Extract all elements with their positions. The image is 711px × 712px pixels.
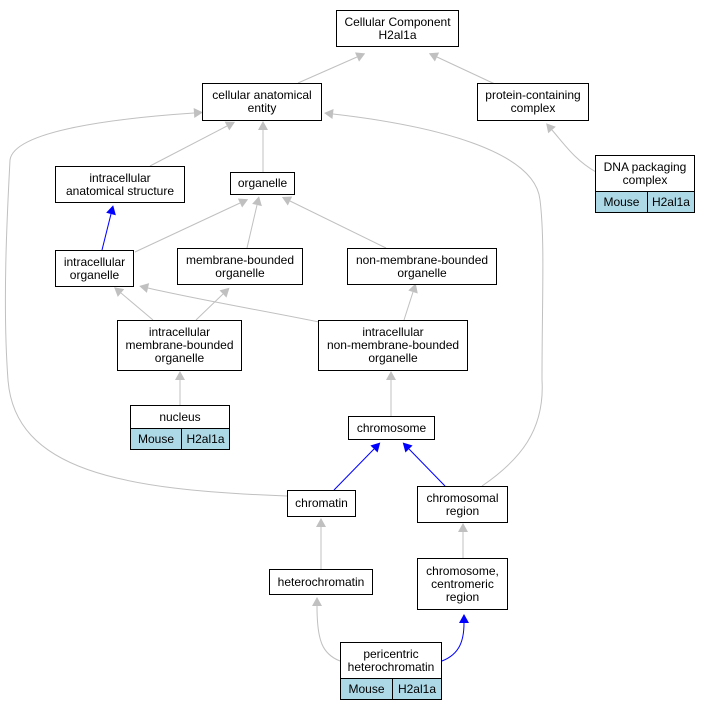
edge-inmbo-to-nmbo xyxy=(403,283,418,321)
node-cellular-anatomical-entity[interactable]: cellular anatomical entity xyxy=(202,83,322,121)
edge-mbo-to-organelle xyxy=(246,196,262,249)
annotation-dna-packaging-complex: Mouse H2al1a xyxy=(595,192,695,213)
annotation-gene: H2al1a xyxy=(391,679,441,699)
edge-inmbo-to-io xyxy=(139,283,320,323)
node-protein-containing-complex[interactable]: protein-containing complex xyxy=(477,83,589,121)
edge-chromatin-to-cae xyxy=(4,108,288,497)
edge-imbo-to-mbo xyxy=(195,287,230,321)
annotation-gene: H2al1a xyxy=(646,192,694,212)
node-chromosome-centromeric-region[interactable]: chromosome, centromeric region xyxy=(417,558,508,610)
edge-ph-to-ccr xyxy=(441,614,469,662)
node-organelle[interactable]: organelle xyxy=(230,172,295,195)
edge-io-to-ias xyxy=(101,205,116,251)
node-chromatin[interactable]: chromatin xyxy=(287,490,356,517)
annotation-gene: H2al1a xyxy=(180,429,229,449)
node-intracellular-membrane-bounded-organelle[interactable]: intracellular membrane-bounded organelle xyxy=(117,320,242,371)
edges xyxy=(4,52,597,662)
node-pericentric-heterochromatin[interactable]: pericentric heterochromatin xyxy=(340,642,442,679)
edge-io-to-organelle xyxy=(134,198,249,253)
edge-ph-to-heterochromatin xyxy=(312,597,341,662)
edge-cr-to-cae xyxy=(324,109,544,487)
annotation-species: Mouse xyxy=(137,432,174,446)
node-intracellular-anatomical-structure[interactable]: intracellular anatomical structure xyxy=(55,166,185,203)
edge-ias-to-cae xyxy=(149,121,235,167)
annotation-nucleus: Mouse H2al1a xyxy=(130,429,230,450)
edge-imbo-to-io xyxy=(114,287,154,321)
annotation-species: Mouse xyxy=(348,682,385,696)
edge-chromatin-to-chromosome xyxy=(333,442,381,491)
annotation-pericentric-heterochromatin: Mouse H2al1a xyxy=(340,679,442,700)
node-chromosomal-region[interactable]: chromosomal region xyxy=(417,486,508,523)
node-heterochromatin[interactable]: heterochromatin xyxy=(269,569,373,595)
node-intracellular-non-membrane-bounded-organelle[interactable]: intracellular non-membrane-bounded organ… xyxy=(318,320,468,371)
edge-nmbo-to-organelle xyxy=(281,196,387,249)
edge-dpc-to-pcc xyxy=(546,123,597,173)
node-chromosome[interactable]: chromosome xyxy=(348,416,435,440)
edge-cae-to-root xyxy=(297,52,366,84)
node-cellular-component[interactable]: Cellular Component H2al1a xyxy=(336,10,459,47)
node-dna-packaging-complex[interactable]: DNA packaging complex xyxy=(595,155,695,192)
edge-pcc-to-root xyxy=(428,52,498,86)
node-nucleus[interactable]: nucleus xyxy=(130,405,230,429)
node-membrane-bounded-organelle[interactable]: membrane-bounded organelle xyxy=(177,248,303,285)
edge-cr-to-chromosome xyxy=(402,442,446,487)
annotation-species: Mouse xyxy=(603,195,640,209)
node-non-membrane-bounded-organelle[interactable]: non-membrane-bounded organelle xyxy=(347,248,497,285)
node-intracellular-organelle[interactable]: intracellular organelle xyxy=(55,250,134,287)
